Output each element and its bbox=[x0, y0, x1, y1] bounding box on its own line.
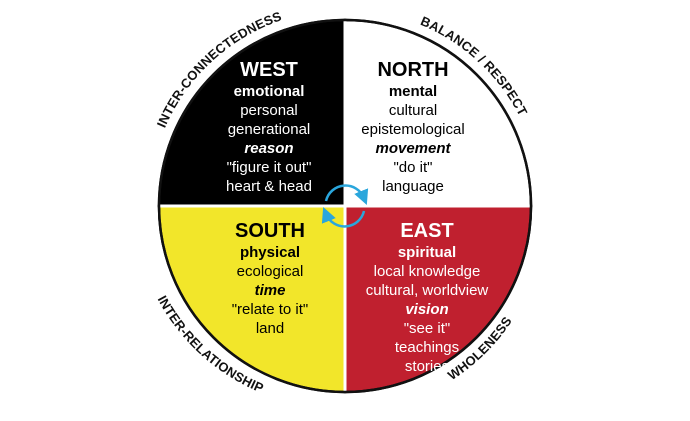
east-text-group: EAST spiritual local knowledge cultural,… bbox=[366, 220, 489, 375]
west-line-4: heart & head bbox=[226, 178, 312, 195]
south-line-2: "relate to it" bbox=[232, 301, 309, 318]
south-text-group: SOUTH physical ecological time "relate t… bbox=[232, 220, 309, 337]
north-line-3: "do it" bbox=[393, 159, 432, 176]
north-italic: movement bbox=[375, 140, 451, 157]
north-text-group: NORTH mental cultural epistemological mo… bbox=[361, 59, 464, 195]
east-line-5: stories bbox=[405, 358, 449, 375]
west-line-2: generational bbox=[228, 121, 311, 138]
west-line-3: "figure it out" bbox=[227, 159, 312, 176]
north-subtitle: mental bbox=[389, 83, 437, 100]
north-line-4: language bbox=[382, 178, 444, 195]
east-title: EAST bbox=[400, 220, 453, 242]
west-subtitle: emotional bbox=[234, 83, 305, 100]
west-title: WEST bbox=[240, 59, 298, 81]
north-line-2: epistemological bbox=[361, 121, 464, 138]
west-line-1: personal bbox=[240, 102, 298, 119]
south-title: SOUTH bbox=[235, 220, 305, 242]
south-line-1: ecological bbox=[237, 263, 304, 280]
east-line-2: cultural, worldview bbox=[366, 282, 489, 299]
east-line-1: local knowledge bbox=[374, 263, 481, 280]
west-italic: reason bbox=[244, 140, 293, 157]
north-line-1: cultural bbox=[389, 102, 437, 119]
east-italic: vision bbox=[405, 301, 448, 318]
circular-arrows-icon bbox=[321, 184, 369, 228]
south-italic: time bbox=[255, 282, 286, 299]
east-line-4: teachings bbox=[395, 339, 459, 356]
east-subtitle: spiritual bbox=[398, 244, 456, 261]
north-title: NORTH bbox=[377, 59, 448, 81]
wheel-outline bbox=[157, 18, 533, 394]
south-subtitle: physical bbox=[240, 244, 300, 261]
south-line-3: land bbox=[256, 320, 284, 337]
east-line-3: "see it" bbox=[404, 320, 451, 337]
west-text-group: WEST emotional personal generational rea… bbox=[226, 59, 312, 195]
